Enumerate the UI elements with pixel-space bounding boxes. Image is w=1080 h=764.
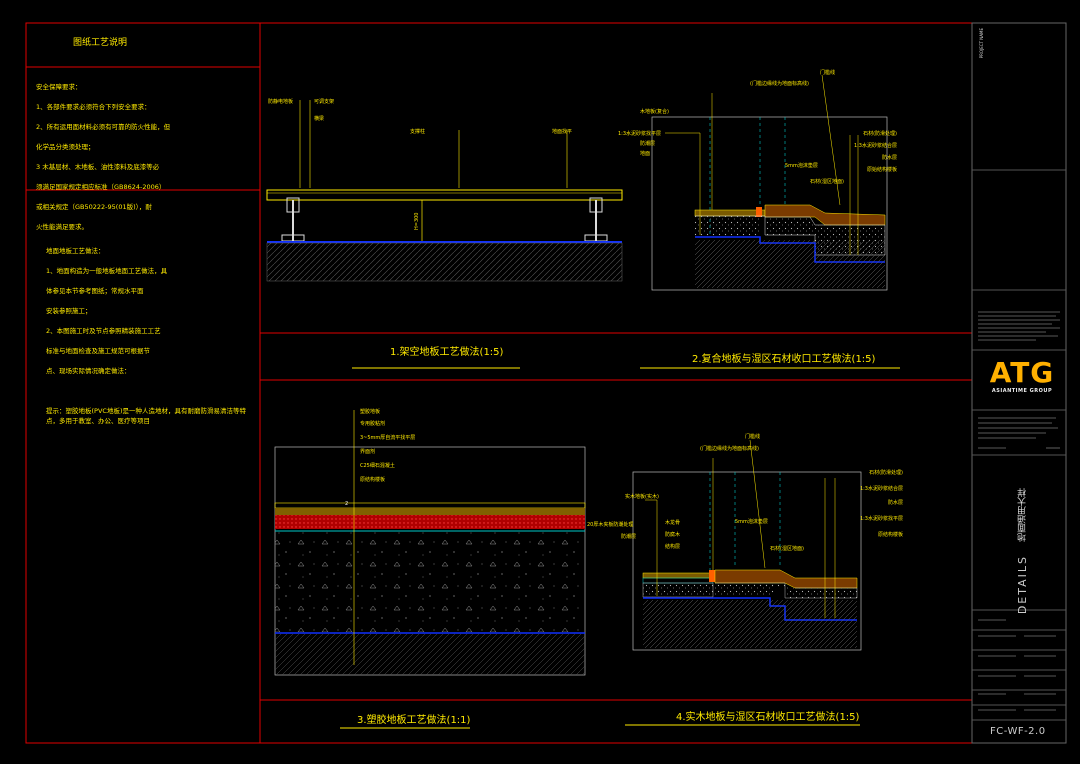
caption-detail-2: 2.复合地板与湿区石材收口工艺做法(1:5) <box>692 354 876 365</box>
d4-label: 石材(湿区地面) <box>770 545 804 552</box>
d2-label: 石材(防滑处理) <box>863 130 897 137</box>
project-name-label: PROJECT NAME <box>979 28 984 59</box>
d3-label: 专用胶粘剂 <box>360 420 385 427</box>
d2-label: 防潮层 <box>640 140 655 147</box>
d3-label: 3~5mm厚自流平找平层 <box>360 434 415 441</box>
d4-label: 结构层 <box>665 543 680 550</box>
drawing-name-cn: 地面通用大样 <box>1018 488 1028 542</box>
d1-label: 地面找平 <box>552 128 572 135</box>
title-fields-lines <box>978 619 1056 711</box>
d4-label: 5mm泡沫垫层 <box>735 518 768 525</box>
d2-label: 1:3水泥砂浆结合层 <box>854 142 897 149</box>
caption-detail-1: 1.架空地板工艺做法(1:5) <box>390 347 504 358</box>
d3-dim: 2 <box>345 501 348 507</box>
drawing-name-en: DETAILS <box>1016 555 1029 615</box>
safety-title: 安全保障要求： <box>36 83 82 91</box>
safety-line: 3 木基层材、木地板、油性漆料及底漆等必 <box>36 163 160 171</box>
detail-4-solid-wood-stone: 门槛线 (门槛边缘线为地面标高线) 实木地板(实木) 20厚木夹板防潮处理 防潮… <box>587 433 903 651</box>
safety-line: 火性能满足要求。 <box>36 223 88 231</box>
pvc-note: 提示：塑胶地板(PVC地板)是一种人造地材，具有耐磨防滑易清洁等特点，多用于教室… <box>46 407 246 425</box>
d2-label: 原始结构楼板 <box>867 166 897 173</box>
d2-label: 门槛线 <box>820 69 835 76</box>
d2-label: 1:3水泥砂浆找平层 <box>618 130 661 137</box>
d3-label: C25细石混凝土 <box>360 462 395 469</box>
d4-label: 实木地板(实木) <box>625 493 659 500</box>
d1-dimension: H=300 <box>414 213 420 231</box>
d2-label: 地面 <box>640 150 650 157</box>
d2-label: 防水层 <box>882 154 897 161</box>
d3-label: 原结构楼板 <box>360 476 385 483</box>
company-info <box>976 414 1062 452</box>
d2-label: 木地板(复合) <box>640 108 669 115</box>
d4-label: 1:3水泥砂浆结合层 <box>860 485 903 492</box>
logo-subtitle: ASIANTIME GROUP <box>991 388 1053 394</box>
title-block-fineprint <box>976 300 1062 345</box>
floor-line: 标准与地面检查及施工规范可根据节 <box>46 347 150 355</box>
drawing-number: FC-WF-2.0 <box>990 726 1046 737</box>
d3-label: 界面剂 <box>360 448 375 455</box>
floor-line: 2、本图施工时及节点参照精装施工工艺 <box>46 327 161 335</box>
title-block-fields <box>976 612 1062 718</box>
d2-label: 石材(湿区地面) <box>810 178 844 185</box>
safety-line: 1、各部件要求必须符合下列安全要求： <box>36 103 151 111</box>
company-logo: ATG ASIANTIME GROUP <box>978 356 1066 395</box>
caption-detail-4: 4.实木地板与湿区石材收口工艺做法(1:5) <box>676 712 860 723</box>
safety-line: 2、所有运用面材料必须有可靠的防火性能，但 <box>36 123 171 131</box>
d4-label: 原结构楼板 <box>878 531 903 538</box>
notes-title: 图纸工艺说明 <box>73 38 128 48</box>
safety-line: 须满足国家规定相应标准（GB8624-2006） <box>36 183 166 191</box>
d1-label: 防静电地板 <box>268 98 293 105</box>
d1-label: 可调支架 <box>314 98 334 105</box>
detail-3-pvc-floor: 2 塑胶地板 专用胶粘剂 3~5mm厚自流平找平层 界面剂 C25细石混凝土 原… <box>274 408 586 676</box>
floor-line: 1、地面构造为一般地板地面工艺做法，具 <box>46 267 168 275</box>
d2-label: 5mm泡沫垫层 <box>785 162 818 169</box>
d4-label: 防腐木 <box>665 531 680 538</box>
safety-line: 或相关规定（GB50222-95(01版)），耐 <box>36 203 152 211</box>
floor-line: 安装参照施工； <box>46 307 92 315</box>
d1-label: 横梁 <box>314 115 324 122</box>
detail-2-composite-stone: 门槛线 (门槛边缘线为地面标高线) 木地板(复合) 1:3水泥砂浆找平层 防潮层… <box>618 69 897 291</box>
d1-label: 支撑柱 <box>410 128 425 135</box>
d4-label: 1:3水泥砂浆找平层 <box>860 515 903 522</box>
detail-1-raised-floor: 防静电地板 可调支架 横梁 支撑柱 地面找平 H=300 <box>266 98 623 282</box>
floor-line: 体参见本节参考图纸；常规水平面 <box>46 287 144 295</box>
floor-title: 地面地板工艺做法： <box>46 247 105 255</box>
logo-text: ATG <box>989 356 1055 389</box>
d4-label: 石材(防滑处理) <box>869 469 903 476</box>
safety-line: 化学品分类须处理； <box>36 143 95 151</box>
d4-label: 门槛线 <box>745 433 760 440</box>
d4-label: 木龙骨 <box>665 519 680 526</box>
fineprint-lines <box>978 311 1060 341</box>
company-info-lines <box>978 417 1060 449</box>
d3-label: 塑胶地板 <box>360 408 380 415</box>
floor-notes: 地面地板工艺做法： 1、地面构造为一般地板地面工艺做法，具 体参见本节参考图纸；… <box>46 236 251 436</box>
safety-notes: 安全保障要求： 1、各部件要求必须符合下列安全要求： 2、所有运用面材料必须有可… <box>36 72 256 242</box>
d4-label: (门槛边缘线为地面标高线) <box>700 445 759 452</box>
d4-label: 防水层 <box>888 499 903 506</box>
d4-label: 20厚木夹板防潮处理 <box>587 521 633 528</box>
d4-label: 防潮层 <box>621 533 636 540</box>
d2-label: (门槛边缘线为地面标高线) <box>750 80 809 87</box>
floor-line: 点、现场实际情况确定做法： <box>46 367 131 375</box>
caption-detail-3: 3.塑胶地板工艺做法(1:1) <box>357 715 471 726</box>
